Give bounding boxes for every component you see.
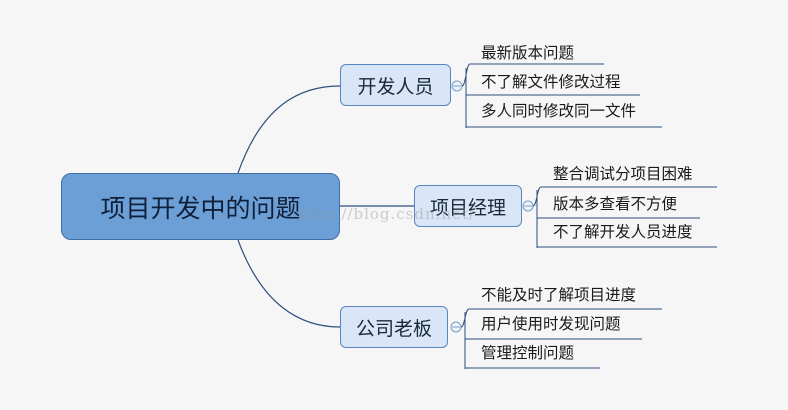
connector-root-branch-3 <box>237 239 341 328</box>
branch-1-leaf-connectors <box>451 63 662 128</box>
branch-node-developers[interactable]: 开发人员 <box>340 64 451 106</box>
leaf-node[interactable]: 版本多查看不方便 <box>553 195 678 213</box>
leaf-node[interactable]: 用户使用时发现问题 <box>481 315 621 333</box>
leaf-node[interactable]: 多人同时修改同一文件 <box>481 102 637 120</box>
leaf-node[interactable]: 整合调试分项目困难 <box>553 165 693 183</box>
leaf-node[interactable]: 不能及时了解项目进度 <box>481 286 637 304</box>
leaf-node[interactable]: 最新版本问题 <box>481 44 575 62</box>
watermark: http://blog.csdn.net/ <box>300 205 476 223</box>
leaf-node[interactable]: 不了解文件修改过程 <box>481 73 621 91</box>
connector-root-branch-1 <box>237 85 341 174</box>
root-node[interactable]: 项目开发中的问题 <box>61 173 340 240</box>
leaf-node[interactable]: 管理控制问题 <box>481 344 575 362</box>
branch-node-project-manager[interactable]: 项目经理 <box>414 185 522 227</box>
leaf-node[interactable]: 不了解开发人员进度 <box>553 223 693 241</box>
branch-node-company-boss[interactable]: 公司老板 <box>340 306 448 348</box>
branch-2-leaf-connectors <box>522 186 717 248</box>
branch-3-leaf-connectors <box>450 308 662 369</box>
